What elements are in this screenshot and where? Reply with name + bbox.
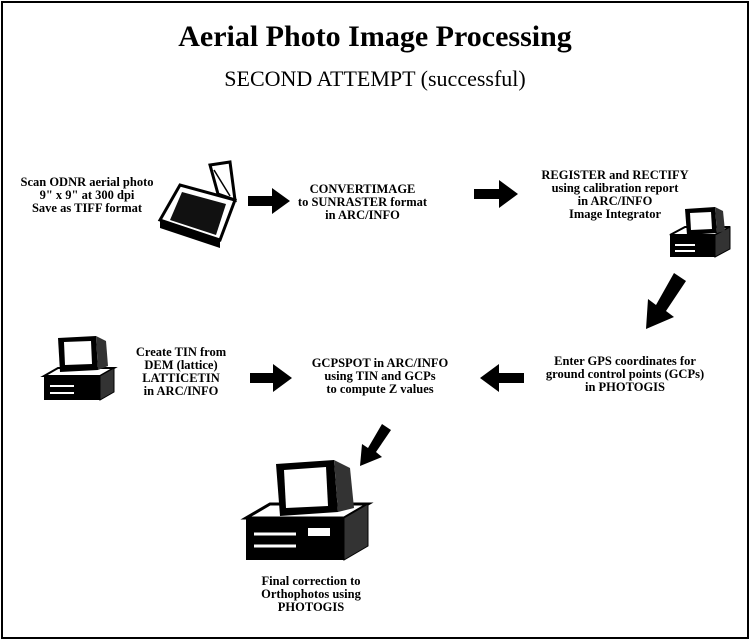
arrow-icon <box>248 188 290 214</box>
step-gps-line: in PHOTOGIS <box>584 380 665 394</box>
step-register-line: in ARC/INFO <box>577 194 653 208</box>
arrow-icon <box>250 364 292 392</box>
step-register-line: Image Integrator <box>569 207 661 221</box>
step-tin-line: Create TIN from <box>135 345 227 359</box>
step-register-label: REGISTER and RECTIFY using calibration r… <box>525 169 705 221</box>
arrow-icon <box>480 364 524 392</box>
step-gcpspot-line: using TIN and GCPs <box>324 369 436 383</box>
step-gcpspot-label: GCPSPOT in ARC/INFO using TIN and GCPs t… <box>285 357 475 396</box>
step-gcpspot-line: GCPSPOT in ARC/INFO <box>311 356 449 370</box>
step-final-label: Final correction to Orthophotos using PH… <box>226 575 396 614</box>
step-final-line: Orthophotos using <box>261 587 361 601</box>
diagram-subtitle: SECOND ATTEMPT (successful) <box>224 66 526 91</box>
step-final-line: PHOTOGIS <box>277 600 345 614</box>
arrow-icon <box>474 180 518 208</box>
step-register-line: using calibration report <box>551 181 679 195</box>
step-tin-label: Create TIN from DEM (lattice) LATTICETIN… <box>116 346 246 398</box>
step-gps-label: Enter GPS coordinates for ground control… <box>520 355 730 394</box>
step-convert-line: CONVERTIMAGE <box>309 182 416 196</box>
step-tin-line: LATTICETIN <box>142 371 220 385</box>
computer-icon <box>240 460 374 561</box>
step-convert-label: CONVERTIMAGE to SUNRASTER format in ARC/… <box>280 183 445 222</box>
step-scan-line: Save as TIFF format <box>31 201 143 215</box>
step-final-line: Final correction to <box>261 574 361 588</box>
step-tin-line: in ARC/INFO <box>143 384 219 398</box>
step-convert-line: in ARC/INFO <box>325 208 400 222</box>
step-scan-line: Scan ODNR aerial photo <box>20 175 154 189</box>
step-gps-line: Enter GPS coordinates for <box>554 354 696 368</box>
step-tin-line: DEM (lattice) <box>144 358 218 372</box>
scanner-icon <box>157 160 237 248</box>
step-register-line: REGISTER and RECTIFY <box>541 168 689 182</box>
step-convert-line: to SUNRASTER format <box>297 195 428 209</box>
arrow-icon <box>360 424 391 466</box>
computer-icon <box>40 336 118 401</box>
arrow-icon <box>646 273 686 329</box>
step-gps-line: ground control points (GCPs) <box>545 367 705 381</box>
step-scan-line: 9" x 9" at 300 dpi <box>39 188 135 202</box>
diagram-title: Aerial Photo Image Processing <box>178 20 572 53</box>
step-gcpspot-line: to compute Z values <box>326 382 434 396</box>
computer-icon <box>669 207 731 258</box>
step-scan-label: Scan ODNR aerial photo 9" x 9" at 300 dp… <box>2 176 172 215</box>
